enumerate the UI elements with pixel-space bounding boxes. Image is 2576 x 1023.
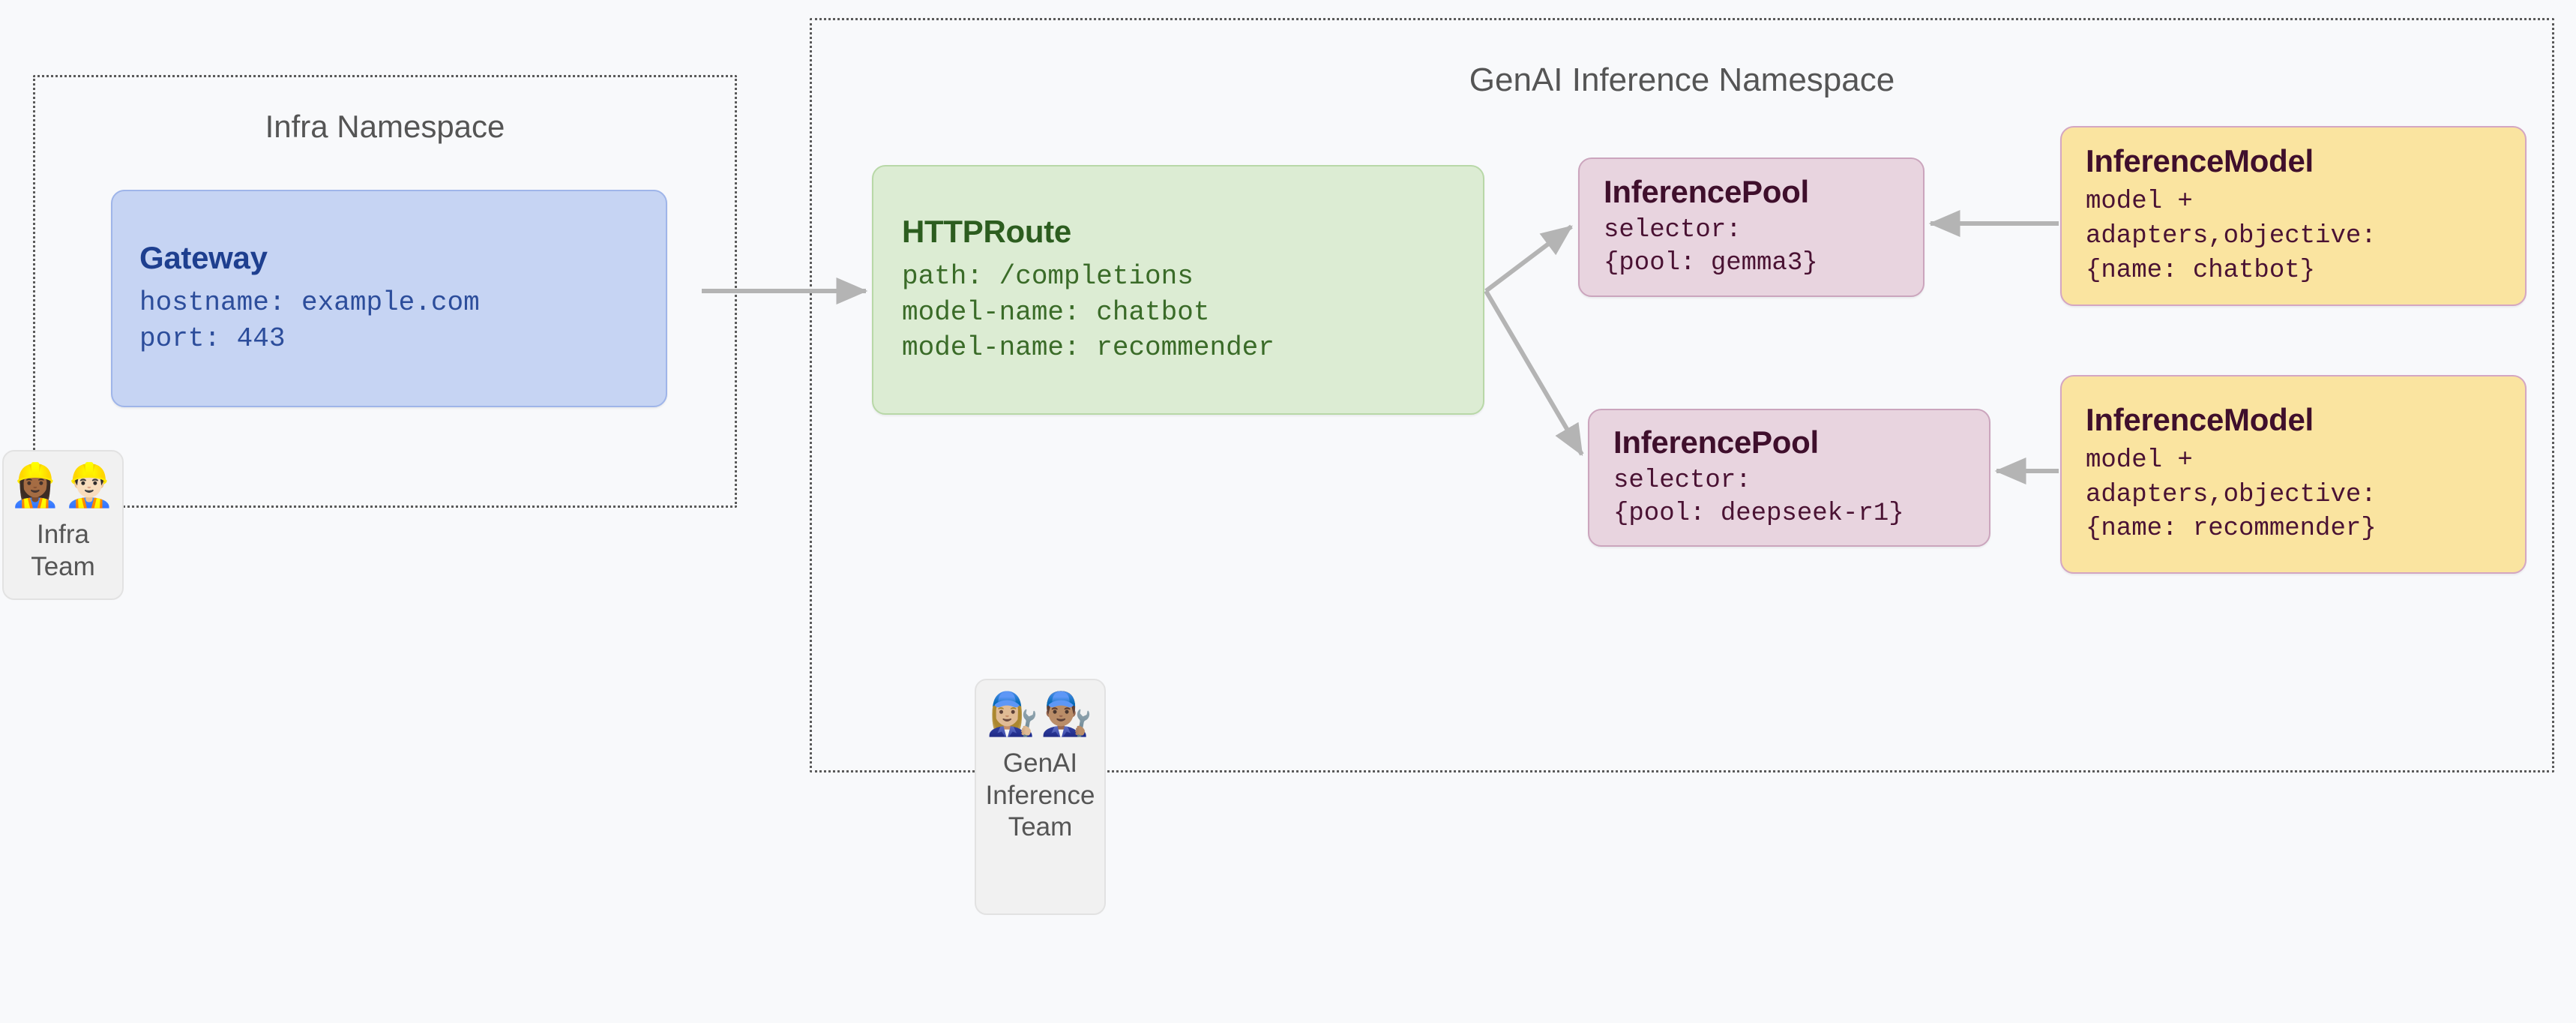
inference-model-chatbot-kind-label: InferenceModel xyxy=(2086,143,2314,179)
construction-workers-icon: 👷🏾‍♀️👷🏻‍♂️ xyxy=(9,461,117,510)
inference-model-chatbot-card[interactable]: InferenceModel model + adapters,objectiv… xyxy=(2060,126,2527,306)
inference-pool-gemma3-selector-value: {pool: gemma3} xyxy=(1604,249,1818,278)
inference-pool-deepseek-r1-kind-label: InferencePool xyxy=(1613,424,1819,460)
inference-model-recommender-name-line: {name: recommender} xyxy=(2086,514,2377,544)
genai-inference-team-card[interactable]: 👩🏼‍🔧👨🏽‍🔧 GenAI Inference Team xyxy=(975,679,1106,915)
genai-inference-team-label: GenAI Inference Team xyxy=(985,748,1095,842)
genai-namespace-container xyxy=(810,18,2554,772)
inference-model-recommender-card[interactable]: InferenceModel model + adapters,objectiv… xyxy=(2060,375,2527,574)
inference-model-chatbot-name-line: {name: chatbot} xyxy=(2086,256,2316,285)
infra-team-card[interactable]: 👷🏾‍♀️👷🏻‍♂️ Infra Team xyxy=(2,450,124,600)
httproute-model-name-chatbot-line: model-name: chatbot xyxy=(902,296,1210,328)
httproute-card[interactable]: HTTPRoute path: /completions model-name:… xyxy=(872,165,1484,415)
mechanics-icon: 👩🏼‍🔧👨🏽‍🔧 xyxy=(986,690,1095,739)
inference-model-chatbot-model-line: model + xyxy=(2086,188,2193,217)
httproute-kind-label: HTTPRoute xyxy=(902,213,1071,249)
inference-pool-gemma3-kind-label: InferencePool xyxy=(1604,174,1809,210)
inference-model-recommender-model-line: model + xyxy=(2086,446,2193,475)
inference-pool-deepseek-r1-card[interactable]: InferencePool selector: {pool: deepseek-… xyxy=(1588,409,1990,547)
httproute-path-line: path: /completions xyxy=(902,260,1194,292)
gateway-port-line: port: 443 xyxy=(139,323,286,354)
gateway-kind-label: Gateway xyxy=(139,240,268,276)
inference-pool-gemma3-card[interactable]: InferencePool selector: {pool: gemma3} xyxy=(1578,158,1925,297)
genai-namespace-title: GenAI Inference Namespace xyxy=(1469,62,1895,98)
httproute-model-name-recommender-line: model-name: recommender xyxy=(902,332,1275,364)
infra-namespace-title: Infra Namespace xyxy=(265,109,505,144)
gateway-card[interactable]: Gateway hostname: example.com port: 443 xyxy=(111,190,667,407)
inference-model-chatbot-adapters-line: adapters,objective: xyxy=(2086,222,2377,251)
inference-model-recommender-adapters-line: adapters,objective: xyxy=(2086,480,2377,509)
inference-pool-deepseek-r1-selector-value: {pool: deepseek-r1} xyxy=(1613,500,1904,528)
inference-pool-gemma3-selector-line: selector: xyxy=(1604,216,1742,245)
inference-model-recommender-kind-label: InferenceModel xyxy=(2086,401,2314,437)
inference-pool-deepseek-r1-selector-line: selector: xyxy=(1613,466,1751,496)
gateway-hostname-line: hostname: example.com xyxy=(139,287,480,319)
infra-team-label: Infra Team xyxy=(31,520,95,581)
